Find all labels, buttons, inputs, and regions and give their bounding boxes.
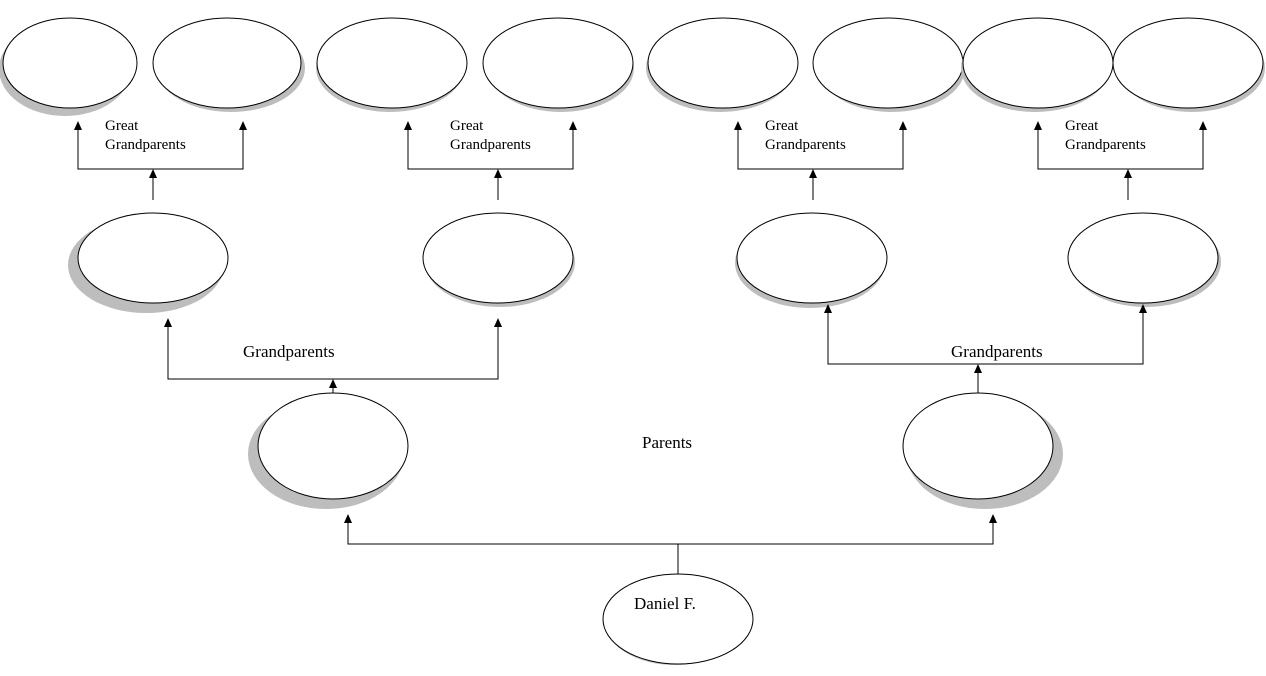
child-name: Daniel F. xyxy=(634,594,696,613)
great-grandparent-connector-3 xyxy=(734,121,907,200)
great-grandparents-label-1: Great Grandparents xyxy=(105,118,186,153)
great-grandparent-connector-4 xyxy=(1034,121,1207,200)
great-grandparent-connector-1 xyxy=(74,121,247,200)
grandparent-connector-maternal xyxy=(824,304,1147,394)
parent-node-2[interactable] xyxy=(902,392,1063,509)
great-grandparents-label-2: Great Grandparents xyxy=(450,118,531,153)
grandparent-node-2[interactable] xyxy=(422,212,575,307)
great-grandparent-node-2[interactable] xyxy=(152,17,305,112)
great-grandparent-node-1[interactable] xyxy=(0,17,138,116)
great-grandparent-node-8[interactable] xyxy=(1112,17,1265,112)
great-grandparent-node-6[interactable] xyxy=(812,17,965,112)
great-grandparents-label-4: Great Grandparents xyxy=(1065,118,1146,153)
parent-connector xyxy=(344,514,997,574)
grandparent-node-4[interactable] xyxy=(1067,212,1221,307)
grandparents-label-maternal: Grandparents xyxy=(951,342,1043,361)
great-grandparent-node-3[interactable] xyxy=(316,17,468,112)
parents-label: Parents xyxy=(642,433,692,452)
great-grandparent-node-5[interactable] xyxy=(646,17,799,112)
grandparent-connector-paternal xyxy=(164,318,502,394)
great-grandparents-label-3: Great Grandparents xyxy=(765,118,846,153)
great-grandparent-node-7[interactable] xyxy=(961,17,1114,112)
great-grandparent-node-4[interactable] xyxy=(482,17,634,112)
child-node[interactable] xyxy=(602,573,754,665)
grandparents-label-paternal: Grandparents xyxy=(243,342,335,361)
grandparent-node-3[interactable] xyxy=(735,212,888,308)
great-grandparent-connector-2 xyxy=(404,121,577,200)
grandparent-node-1[interactable] xyxy=(68,212,229,313)
parent-node-1[interactable] xyxy=(248,392,409,509)
